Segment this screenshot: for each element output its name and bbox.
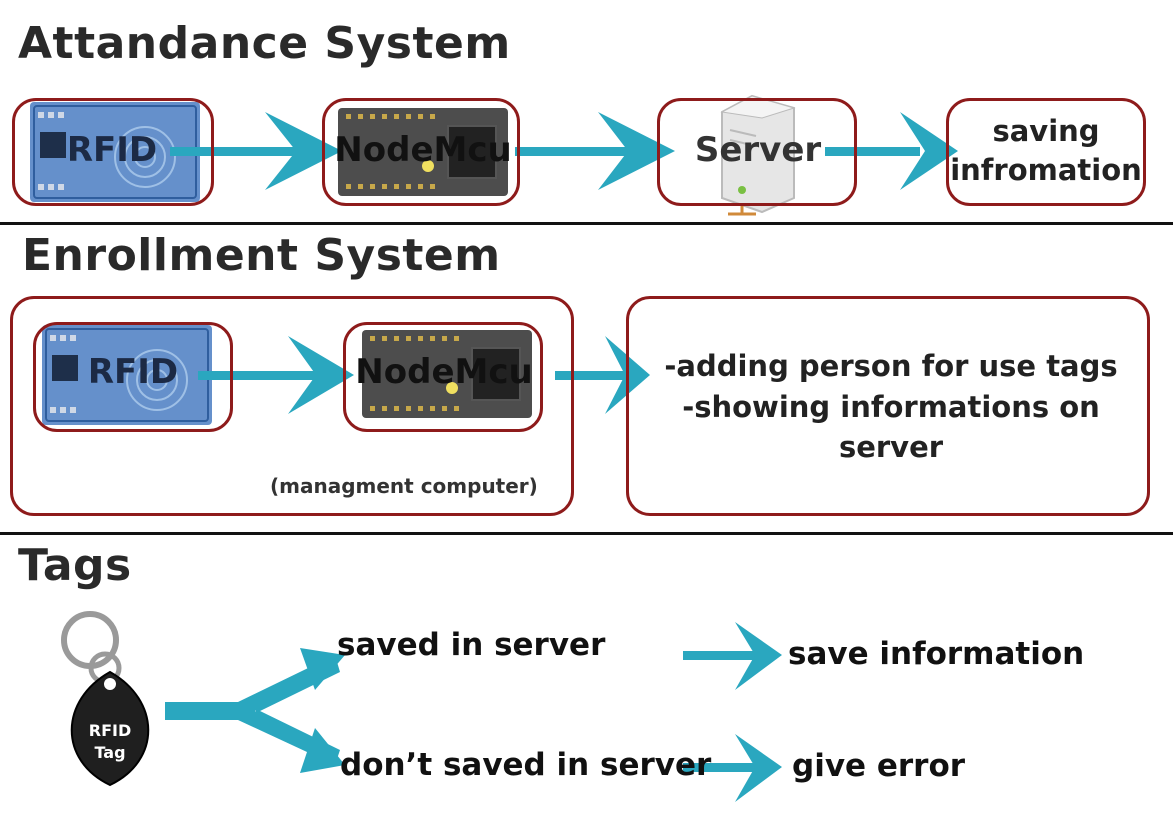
keyfob-line-2: Tag <box>94 742 126 762</box>
action-line-1: -adding person for use tags <box>664 349 1118 383</box>
give-error-label: give error <box>792 748 966 784</box>
saved-in-server-label: saved in server <box>337 627 606 663</box>
rfid-keyfob-icon <box>61 611 150 787</box>
enrollment-rfid-label: RFID <box>87 352 179 392</box>
attendance-rfid-label: RFID <box>66 130 158 170</box>
divider-2 <box>0 532 1173 535</box>
attendance-rfid-box <box>12 98 214 206</box>
keyfob-text: RFID Tag <box>70 720 150 763</box>
enrollment-title: Enrollment System <box>22 230 501 281</box>
attendance-saving-box <box>946 98 1146 206</box>
not-saved-label: don’t saved in server <box>340 747 712 783</box>
attendance-server-label: Server <box>694 130 822 170</box>
attendance-title: Attandance System <box>18 18 511 69</box>
server-tower-icon <box>720 94 796 216</box>
enrollment-rfid-box <box>33 322 233 432</box>
tags-title: Tags <box>18 540 132 591</box>
action-line-2: -showing informations on server <box>682 389 1100 465</box>
enrollment-actions-text: -adding person for use tags -showing inf… <box>646 346 1136 468</box>
save-information-label: save information <box>788 636 1085 672</box>
saving-line-1: saving <box>992 114 1100 148</box>
flow-arrows <box>165 112 958 802</box>
computer-note: (managment computer) <box>270 474 538 498</box>
attendance-nodemcu-box <box>322 98 520 206</box>
attendance-saving-label: saving infromation <box>946 112 1146 190</box>
enrollment-nodemcu-label: NodeMcu <box>355 352 533 392</box>
saving-line-2: infromation <box>950 153 1142 188</box>
divider-1 <box>0 222 1173 225</box>
keyfob-line-1: RFID <box>88 721 132 740</box>
attendance-nodemcu-label: NodeMcu <box>334 130 512 170</box>
enrollment-actions-box <box>626 296 1150 516</box>
attendance-server-box <box>657 98 857 206</box>
enrollment-computer-box <box>10 296 574 516</box>
enrollment-nodemcu-box <box>343 322 543 432</box>
